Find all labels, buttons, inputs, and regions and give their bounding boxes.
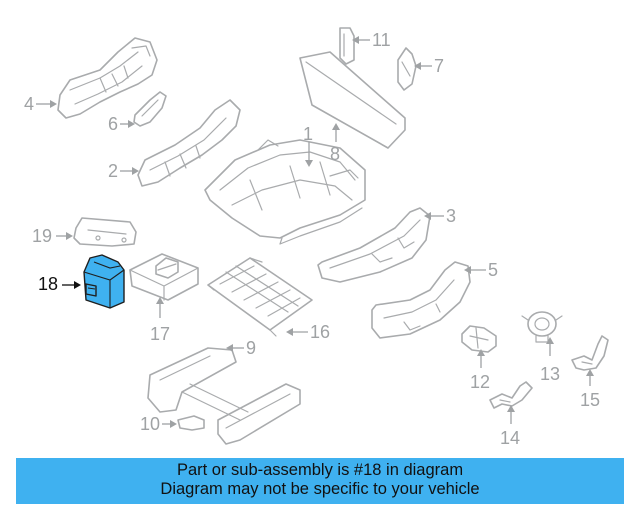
svg-text:18: 18 bbox=[38, 274, 58, 294]
part-11-clip bbox=[339, 27, 355, 65]
callout-17: 17 bbox=[150, 297, 170, 344]
svg-text:10: 10 bbox=[140, 414, 160, 434]
callout-2: 2 bbox=[108, 161, 139, 181]
part-1-seat-frame bbox=[204, 139, 366, 245]
callout-19: 19 bbox=[32, 226, 73, 246]
banner-line-part-number: Part or sub-assembly is #18 in diagram bbox=[176, 461, 464, 479]
callout-11: 11 bbox=[352, 30, 391, 50]
part-8-back-panel bbox=[299, 51, 406, 149]
part-2-inner-shield bbox=[137, 99, 241, 187]
svg-text:12: 12 bbox=[470, 372, 490, 392]
part-3-outer-shield bbox=[317, 207, 431, 283]
callout-15: 15 bbox=[580, 369, 600, 410]
svg-text:2: 2 bbox=[108, 161, 118, 181]
banner-line-disclaimer: Diagram may not be specific to your vehi… bbox=[160, 480, 480, 498]
part-18-module-highlighted[interactable] bbox=[83, 254, 125, 309]
part-13-fitting bbox=[521, 311, 563, 343]
svg-text:8: 8 bbox=[330, 144, 340, 164]
callout-7: 7 bbox=[414, 56, 444, 76]
svg-text:16: 16 bbox=[310, 322, 330, 342]
callout-10: 10 bbox=[140, 414, 177, 434]
callout-8: 8 bbox=[330, 123, 340, 164]
callout-12: 12 bbox=[470, 349, 490, 392]
part-19-plate bbox=[73, 217, 137, 247]
part-12-clip bbox=[461, 325, 497, 353]
callout-9: 9 bbox=[226, 338, 256, 358]
callout-18-highlighted[interactable]: 18 bbox=[38, 274, 81, 294]
part-16-wire-frame bbox=[207, 257, 313, 337]
callout-4: 4 bbox=[24, 94, 57, 114]
callout-13: 13 bbox=[540, 337, 560, 384]
part-9-base bbox=[147, 347, 301, 445]
svg-text:19: 19 bbox=[32, 226, 52, 246]
callout-5: 5 bbox=[464, 260, 498, 280]
part-7-cover bbox=[397, 47, 417, 91]
part-10-bracket bbox=[177, 415, 205, 431]
svg-text:7: 7 bbox=[434, 56, 444, 76]
part-14-strap bbox=[489, 381, 533, 409]
callout-3: 3 bbox=[424, 206, 456, 226]
info-banner: Part or sub-assembly is #18 in diagram D… bbox=[16, 458, 624, 504]
callout-6: 6 bbox=[108, 114, 135, 134]
svg-text:14: 14 bbox=[500, 428, 520, 448]
svg-text:6: 6 bbox=[108, 114, 118, 134]
part-5-lower-shield bbox=[371, 261, 471, 339]
callout-16: 16 bbox=[286, 322, 330, 342]
part-6-bracket bbox=[133, 91, 167, 127]
svg-text:9: 9 bbox=[246, 338, 256, 358]
callout-1: 1 bbox=[303, 124, 313, 167]
part-17-module bbox=[129, 253, 199, 301]
svg-text:4: 4 bbox=[24, 94, 34, 114]
svg-text:5: 5 bbox=[488, 260, 498, 280]
svg-text:11: 11 bbox=[372, 30, 391, 50]
svg-text:3: 3 bbox=[446, 206, 456, 226]
part-4-side-shield bbox=[57, 37, 158, 119]
svg-text:15: 15 bbox=[580, 390, 600, 410]
callout-14: 14 bbox=[500, 405, 520, 448]
svg-text:17: 17 bbox=[150, 324, 170, 344]
svg-text:1: 1 bbox=[303, 124, 313, 144]
svg-text:13: 13 bbox=[540, 364, 560, 384]
part-15-strap bbox=[571, 335, 609, 371]
